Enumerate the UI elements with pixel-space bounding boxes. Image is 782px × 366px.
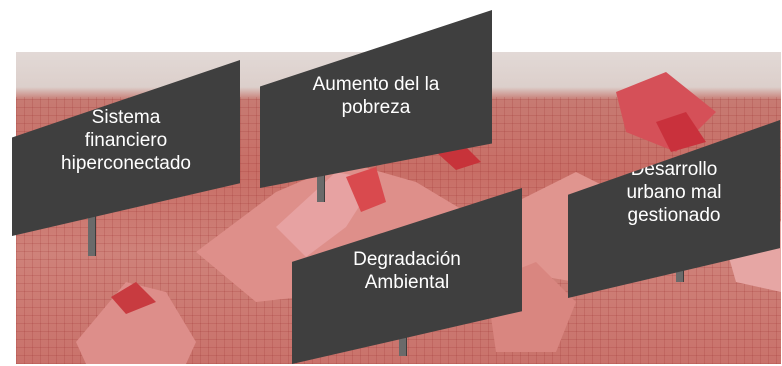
terrain-shapes [76, 72, 781, 364]
panel-pole [88, 208, 95, 256]
terrain-peak [346, 167, 386, 212]
signpost-label: Degradación Ambiental [353, 249, 461, 293]
panel-pole [399, 326, 406, 356]
terrain-ridge [276, 172, 376, 257]
terrain-ridge [76, 282, 196, 364]
signpost-label: Aumento del la pobreza [312, 74, 440, 118]
signpost-label: Sistema financiero hiperconectado [61, 107, 191, 174]
panel-pole [317, 172, 324, 202]
signpost-label: Desarrollo urbano mal gestionado [626, 159, 722, 226]
terrain-peak [111, 282, 156, 314]
terrain-peak [656, 112, 706, 152]
